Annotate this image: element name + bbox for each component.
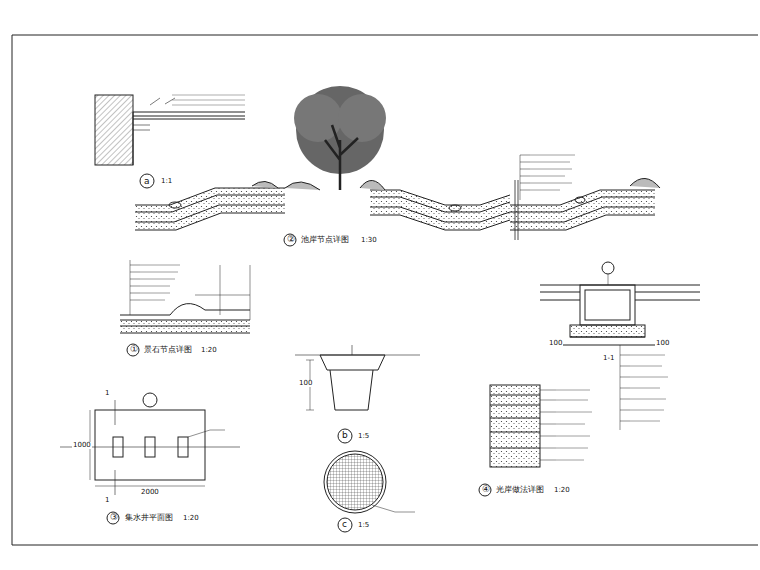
callout-letter: b <box>341 431 349 440</box>
callout-letter: a <box>143 177 151 186</box>
scale-text: 1:20 <box>553 487 571 494</box>
scale-text: 1:20 <box>182 515 200 522</box>
scale-text: 1:5 <box>357 433 370 440</box>
dimension-text: 1000 <box>72 442 92 449</box>
dimension-text: 2000 <box>140 489 160 496</box>
detail-title: 池岸节点详图 <box>300 236 350 244</box>
dimension-text: 100 <box>298 380 313 387</box>
detail-title: 景石节点详图 <box>143 346 193 354</box>
section-mark: 1 <box>104 497 110 504</box>
section-mark: 1 <box>104 390 110 397</box>
dimension-text: 100 <box>548 340 563 347</box>
scale-text: 1:1 <box>160 178 173 185</box>
section-title: 1-1 <box>602 355 615 362</box>
dimension-text: 100 <box>655 340 670 347</box>
callout-number: ② <box>286 235 296 244</box>
callout-number: ④ <box>481 485 491 494</box>
callout-number: ③ <box>109 513 119 522</box>
callout-number: ① <box>129 345 139 354</box>
scale-text: 1:20 <box>200 347 218 354</box>
scale-text: 1:30 <box>360 237 378 244</box>
callout-letter: c <box>341 520 348 529</box>
scale-text: 1:5 <box>357 522 370 529</box>
detail-title: 光岸做法详图 <box>495 486 545 494</box>
detail-title: 集水井平面图 <box>124 514 174 522</box>
